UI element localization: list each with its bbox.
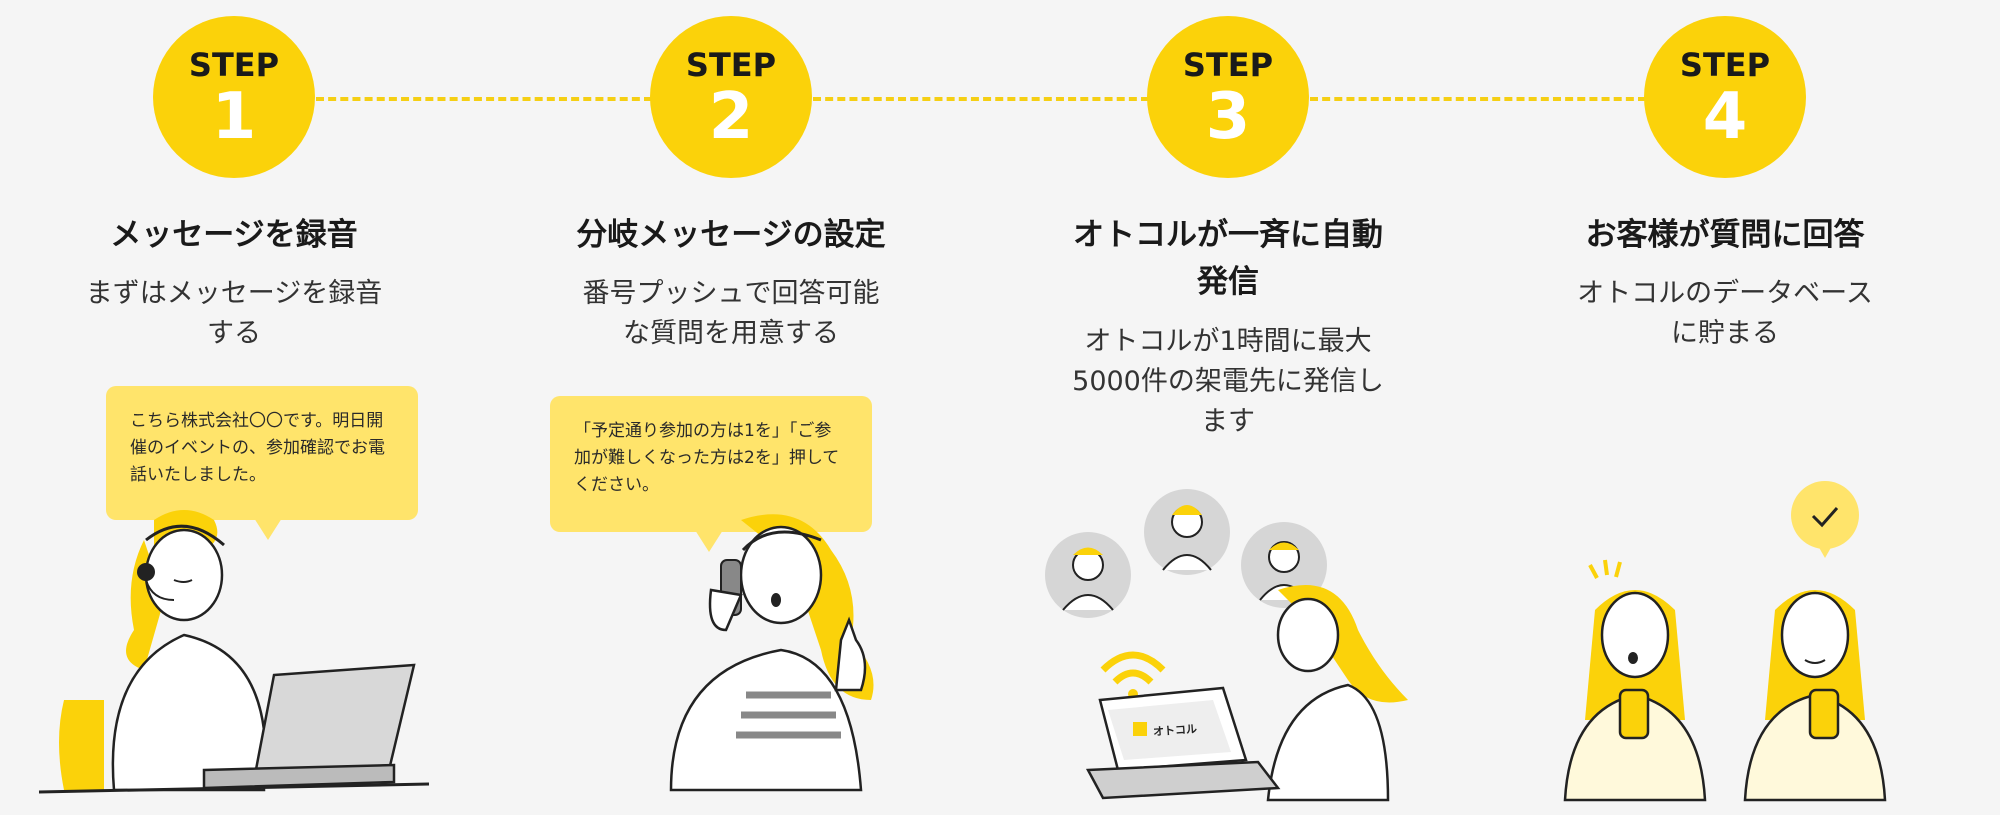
step-3: STEP 3 オトコルが一斉に自動発信 オトコルが1時間に最大5000件の架電先…	[1028, 0, 1428, 815]
step-4-badge: STEP 4	[1644, 16, 1806, 178]
step-1: STEP 1 メッセージを録音 まずはメッセージを録音する こちら株式会社〇〇で…	[34, 0, 434, 815]
step-label: STEP	[188, 46, 280, 84]
step-4: STEP 4 お客様が質問に回答 オトコルのデータベースに貯まる	[1525, 0, 1925, 815]
customers-answering-illustration	[1563, 481, 1887, 802]
step-2: STEP 2 分岐メッセージの設定 番号プッシュで回答可能な質問を用意する 「予…	[531, 0, 931, 815]
auto-call-illustration	[1045, 489, 1408, 802]
speech-bubble-text: こちら株式会社〇〇です。明日開催のイベントの、参加確認でお電話いたしました。	[130, 411, 385, 485]
step-description: 番号プッシュで回答可能な質問を用意する	[582, 278, 880, 349]
step-description: オトコルが1時間に最大5000件の架電先に発信します	[1072, 326, 1384, 437]
connector-3-4	[1310, 97, 1646, 101]
speech-bubble: 「予定通り参加の方は1を」「ご参加が難しくなった方は2を」押してください。	[550, 396, 872, 552]
woman-on-phone-illustration	[669, 514, 874, 792]
woman-with-headset-illustration	[38, 510, 430, 794]
step-1-badge: STEP 1	[153, 16, 315, 178]
step-description: まずはメッセージを録音する	[85, 278, 383, 349]
step-number: 4	[1702, 80, 1748, 154]
speech-bubble-text: 「予定通り参加の方は1を」「ご参加が難しくなった方は2を」押してください。	[574, 421, 840, 495]
step-number: 2	[708, 80, 754, 154]
step-title: 分岐メッセージの設定	[576, 217, 886, 253]
connector-2-3	[813, 97, 1149, 101]
step-label: STEP	[1182, 46, 1274, 84]
step-title: メッセージを録音	[110, 217, 358, 253]
step-label: STEP	[1679, 46, 1771, 84]
step-3-badge: STEP 3	[1147, 16, 1309, 178]
laptop-logo-text: オトコル	[1152, 722, 1198, 739]
step-description: オトコルのデータベースに貯まる	[1577, 278, 1873, 349]
step-title: オトコルが一斉に自動発信	[1073, 217, 1383, 300]
step-number: 1	[211, 80, 257, 154]
step-2-badge: STEP 2	[650, 16, 812, 178]
step-title: お客様が質問に回答	[1585, 217, 1865, 253]
speech-bubble: こちら株式会社〇〇です。明日開催のイベントの、参加確認でお電話いたしました。	[106, 386, 418, 540]
step-number: 3	[1205, 80, 1251, 154]
step-label: STEP	[685, 46, 777, 84]
connector-1-2	[316, 97, 652, 101]
